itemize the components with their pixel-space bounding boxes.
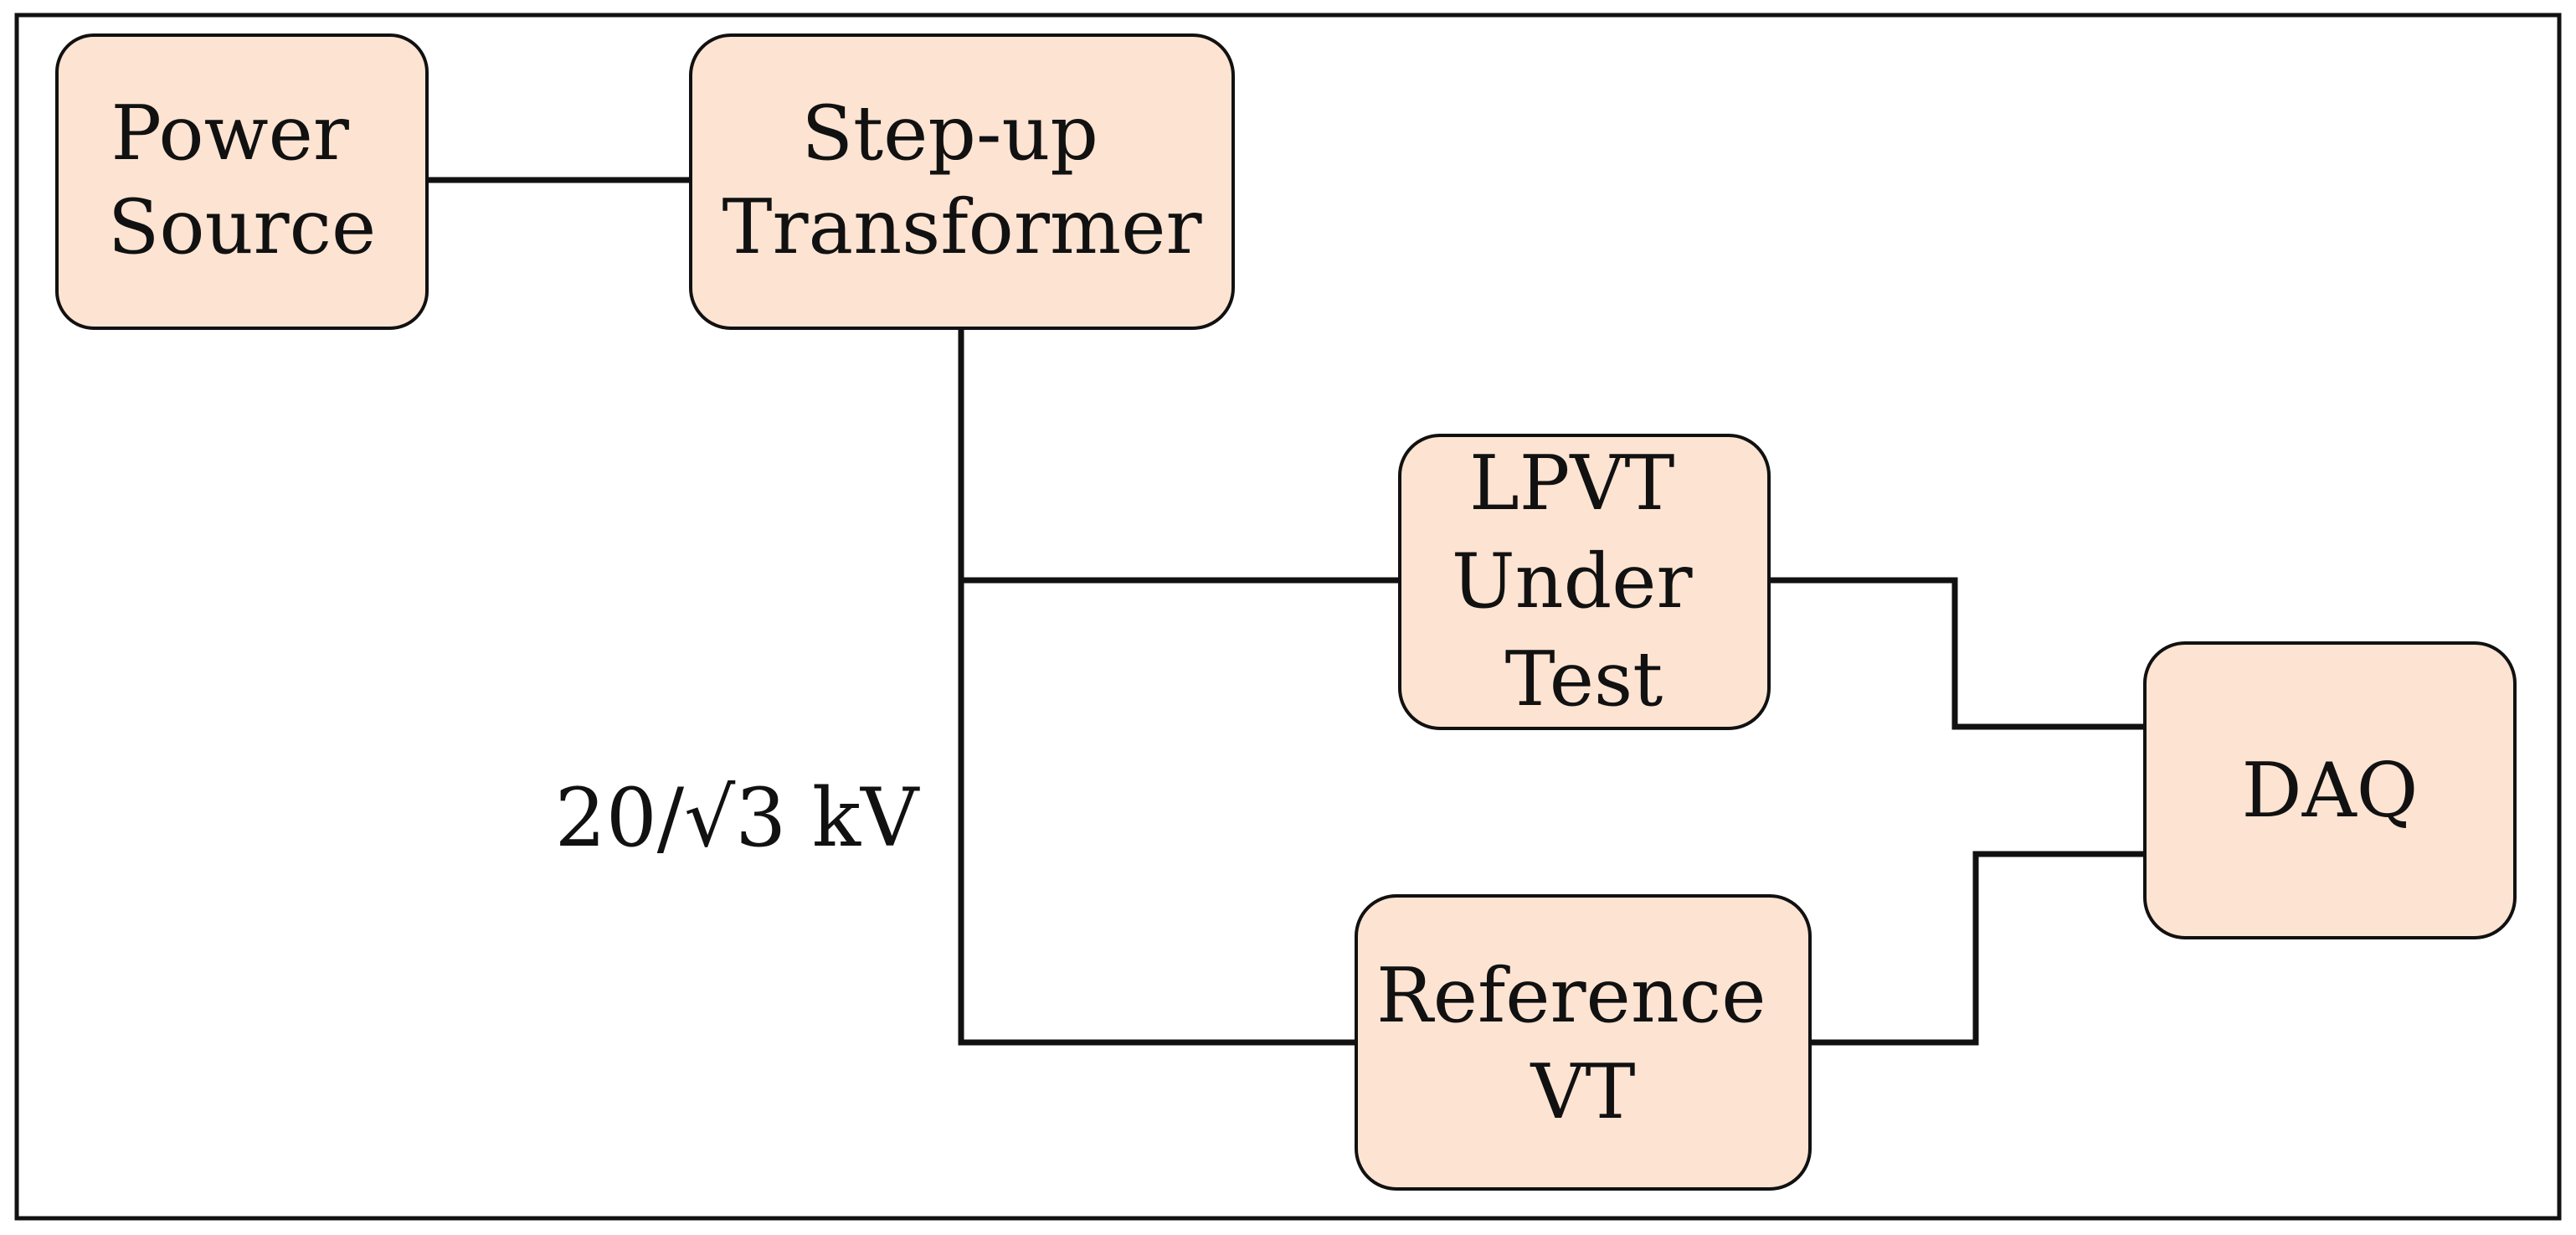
reference-vt-label: Reference VT — [1376, 952, 1790, 1136]
power-source-label: Power Source — [108, 90, 377, 271]
power-source-box — [55, 33, 429, 330]
step-up-transformer-label: Step-up Transformer — [722, 90, 1202, 271]
voltage-label: 20/√3 kV — [555, 771, 920, 865]
daq-label: DAQ — [2242, 747, 2419, 835]
lpvt-under-test-box — [1398, 434, 1771, 730]
step-up-transformer-box — [689, 33, 1235, 330]
daq-block: DAQ — [2143, 641, 2517, 939]
diagram-frame — [14, 13, 2562, 1221]
lpvt-under-test-block: LPVT Under Test — [1398, 434, 1771, 730]
reference-vt-block: Reference VT — [1355, 894, 1812, 1191]
step-up-transformer-block: Step-up Transformer — [689, 33, 1235, 330]
power-source-block: Power Source — [55, 33, 429, 330]
wire-reference-vt-to-daq — [1807, 851, 2148, 1046]
connections — [424, 177, 2148, 1046]
reference-vt-box — [1355, 894, 1812, 1191]
daq-box — [2143, 641, 2517, 939]
lpvt-under-test-label: LPVT Under Test — [1452, 440, 1716, 723]
wire-lpvt-to-daq — [1766, 577, 2148, 730]
